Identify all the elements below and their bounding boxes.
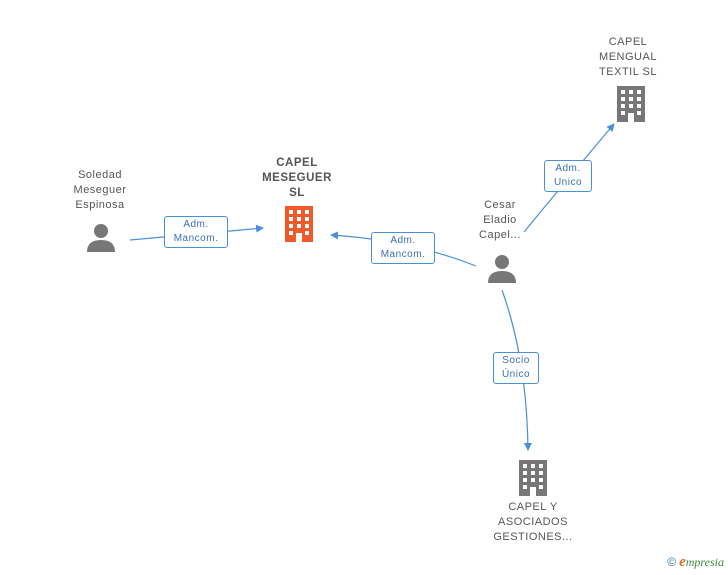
- node-label-line: MENGUAL: [599, 51, 657, 63]
- person-icon[interactable]: [86, 222, 116, 252]
- node-label-capel-asociados[interactable]: CAPEL Y ASOCIADOS GESTIONES...: [478, 500, 588, 545]
- building-icon[interactable]: [283, 206, 315, 242]
- edge-label-line: Único: [501, 369, 531, 380]
- brand-logo-initial: e: [679, 554, 686, 570]
- node-label-line: Eladio: [483, 214, 517, 226]
- node-label-line: ASOCIADOS: [498, 516, 568, 528]
- node-label-line: CAPEL: [276, 157, 318, 169]
- node-label-line: SL: [289, 187, 305, 199]
- node-label-line: Soledad: [78, 169, 122, 181]
- node-label-cesar[interactable]: Cesar Eladio Capel...: [458, 198, 542, 243]
- node-label-line: CAPEL Y: [508, 501, 558, 513]
- node-label-line: CAPEL: [608, 36, 648, 48]
- node-label-line: Espinosa: [75, 199, 125, 211]
- edge-label-cesar-asociados[interactable]: Socio Único: [493, 352, 539, 384]
- node-label-capel-mengual[interactable]: CAPEL MENGUAL TEXTIL SL: [580, 35, 676, 80]
- edge-label-line: Adm.: [390, 235, 416, 246]
- node-label-line: Capel...: [479, 229, 521, 241]
- edge-label-line: Adm.: [183, 219, 209, 230]
- edge-label-line: Mancom.: [380, 249, 426, 260]
- node-label-line: Meseguer: [73, 184, 127, 196]
- edge-label-cesar-meseguer[interactable]: Adm. Mancom.: [371, 232, 435, 264]
- copyright-icon: ©: [667, 555, 677, 569]
- node-label-soledad[interactable]: Soledad Meseguer Espinosa: [55, 168, 145, 213]
- person-icon[interactable]: [487, 253, 517, 283]
- edge-label-soledad-meseguer[interactable]: Adm. Mancom.: [164, 216, 228, 248]
- edge-label-line: Adm.: [555, 163, 581, 174]
- footer-brand: ©empresia: [667, 554, 724, 571]
- node-label-line: GESTIONES...: [493, 531, 573, 543]
- node-label-line: TEXTIL SL: [599, 66, 657, 78]
- node-label-capel-meseguer[interactable]: CAPEL MESEGUER SL: [250, 156, 344, 201]
- edge-label-line: Unico: [553, 177, 583, 188]
- edge-label-line: Socio: [502, 355, 530, 366]
- edge-label-line: Mancom.: [173, 233, 219, 244]
- building-icon[interactable]: [615, 86, 647, 122]
- brand-logo-text: mpresia: [685, 555, 724, 569]
- edge-label-cesar-mengual[interactable]: Adm. Unico: [544, 160, 592, 192]
- node-label-line: Cesar: [484, 199, 516, 211]
- building-icon[interactable]: [517, 460, 549, 496]
- node-label-line: MESEGUER: [262, 172, 332, 184]
